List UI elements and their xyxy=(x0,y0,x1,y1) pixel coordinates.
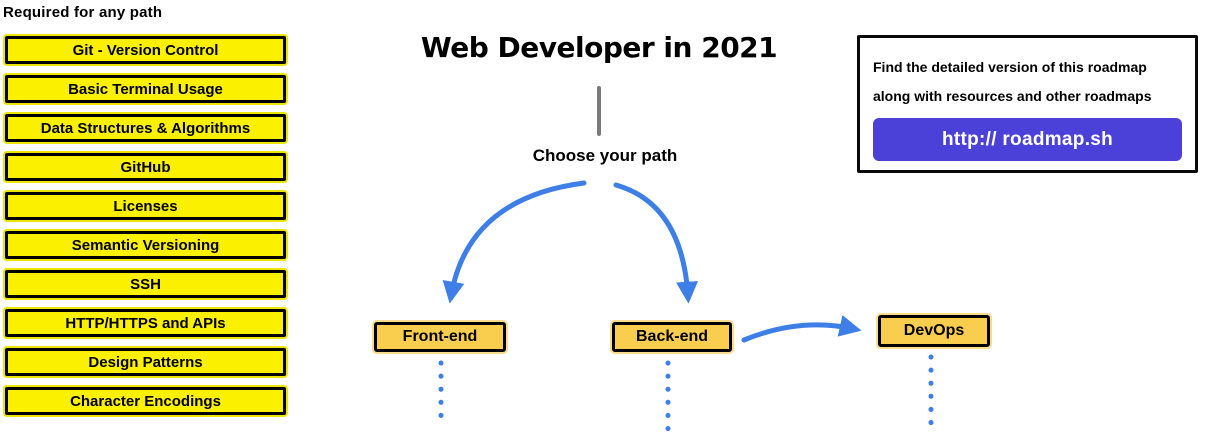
arrow-to-backend xyxy=(613,182,699,304)
topic-box-ssh[interactable]: SSH xyxy=(5,270,286,298)
topic-label: Basic Terminal Usage xyxy=(68,80,223,98)
arrow-to-frontend xyxy=(442,180,587,304)
choose-path-label: Choose your path xyxy=(532,146,678,165)
topic-label: Licenses xyxy=(113,197,178,215)
topic-label: HTTP/HTTPS and APIs xyxy=(65,314,226,332)
arrow-backend-to-devops xyxy=(741,315,862,343)
topic-label: GitHub xyxy=(120,158,171,176)
topic-box-design-patterns[interactable]: Design Patterns xyxy=(5,348,286,376)
topic-label: SSH xyxy=(130,275,161,293)
required-topics-list: Git - Version Control Basic Terminal Usa… xyxy=(5,36,286,415)
topic-box-encodings[interactable]: Character Encodings xyxy=(5,387,286,415)
topic-label: Character Encodings xyxy=(70,392,221,410)
info-text-line1: Find the detailed version of this roadma… xyxy=(873,59,1147,75)
topic-box-licenses[interactable]: Licenses xyxy=(5,192,286,220)
required-path-heading: Required for any path xyxy=(3,4,163,21)
topic-box-semver[interactable]: Semantic Versioning xyxy=(5,231,286,259)
path-box-backend[interactable]: Back-end xyxy=(612,322,732,352)
topic-label: Data Structures & Algorithms xyxy=(40,119,251,137)
topic-box-http[interactable]: HTTP/HTTPS and APIs xyxy=(5,309,286,337)
roadmap-url-button[interactable]: http:// roadmap.sh xyxy=(873,118,1182,161)
topic-box-terminal[interactable]: Basic Terminal Usage xyxy=(5,75,286,103)
path-box-devops[interactable]: DevOps xyxy=(878,315,990,347)
path-box-frontend[interactable]: Front-end xyxy=(374,322,506,352)
topic-label: Git - Version Control xyxy=(72,41,219,59)
topic-box-github[interactable]: GitHub xyxy=(5,153,286,181)
topic-label: Semantic Versioning xyxy=(71,236,220,254)
topic-box-data-structures[interactable]: Data Structures & Algorithms xyxy=(5,114,286,142)
topic-label: Design Patterns xyxy=(88,353,203,371)
info-box: Find the detailed version of this roadma… xyxy=(857,35,1198,173)
topic-box-git[interactable]: Git - Version Control xyxy=(5,36,286,64)
info-text-line2: along with resources and other roadmaps xyxy=(873,88,1152,104)
page-title: Web Developer in 2021 xyxy=(420,31,778,64)
